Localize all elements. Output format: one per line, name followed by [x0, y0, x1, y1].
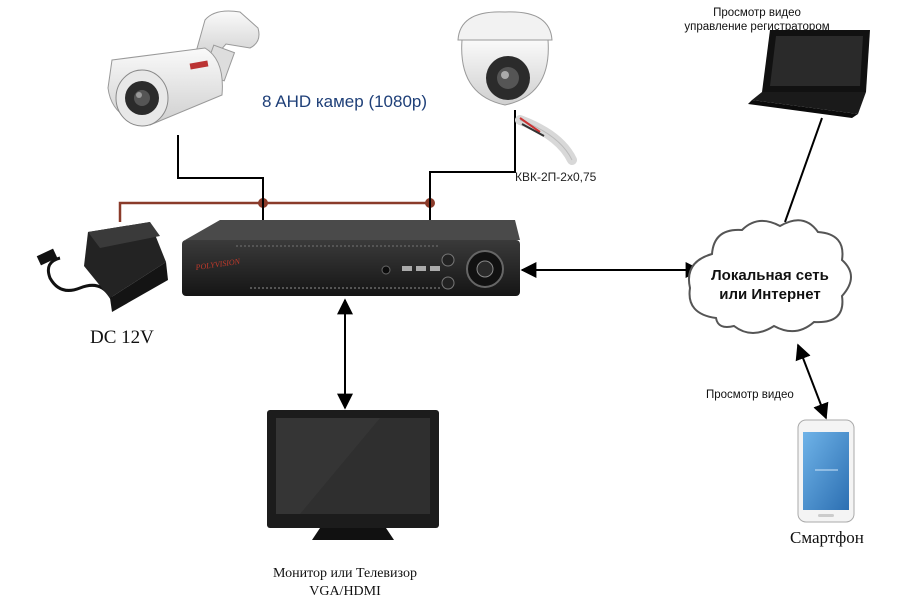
laptop-label-line2: управление регистратором: [684, 21, 830, 33]
cable-sample: [515, 115, 577, 165]
cable-label: КВК-2П-2х0,75: [515, 170, 597, 184]
laptop-label-line1: Просмотр видео: [713, 7, 801, 19]
network-laptop-line: [784, 117, 823, 223]
power-wire: [118, 198, 435, 222]
monitor-label: Монитор или Телевизор VGA/HDMI: [240, 565, 450, 601]
power-adapter: [36, 222, 168, 312]
camera-cables: [177, 110, 516, 222]
camera-count-label: 8 AHD камер (1080p): [262, 92, 428, 111]
network-phone-arrow: [795, 343, 829, 420]
monitor-label-line2: VGA/HDMI: [309, 584, 381, 599]
network-cloud: [688, 219, 852, 334]
laptop: [748, 30, 870, 118]
smartphone-label: Смартфон: [790, 528, 864, 547]
power-label: DC 12V: [90, 327, 154, 348]
smartphone: [797, 419, 855, 523]
laptop-label: Просмотр видео управление регистратором: [652, 6, 862, 34]
monitor-tv: [267, 410, 439, 540]
phone-view-label: Просмотр видео: [706, 389, 794, 401]
network-label-line2: или Интернет: [719, 286, 821, 303]
network-label: Локальная сеть или Интернет: [690, 266, 850, 304]
network-label-line1: Локальная сеть: [711, 267, 829, 284]
bullet-camera: [107, 10, 260, 127]
dome-camera: [457, 11, 553, 106]
monitor-label-line1: Монитор или Телевизор: [273, 566, 417, 581]
dvr-recorder: [182, 220, 520, 296]
